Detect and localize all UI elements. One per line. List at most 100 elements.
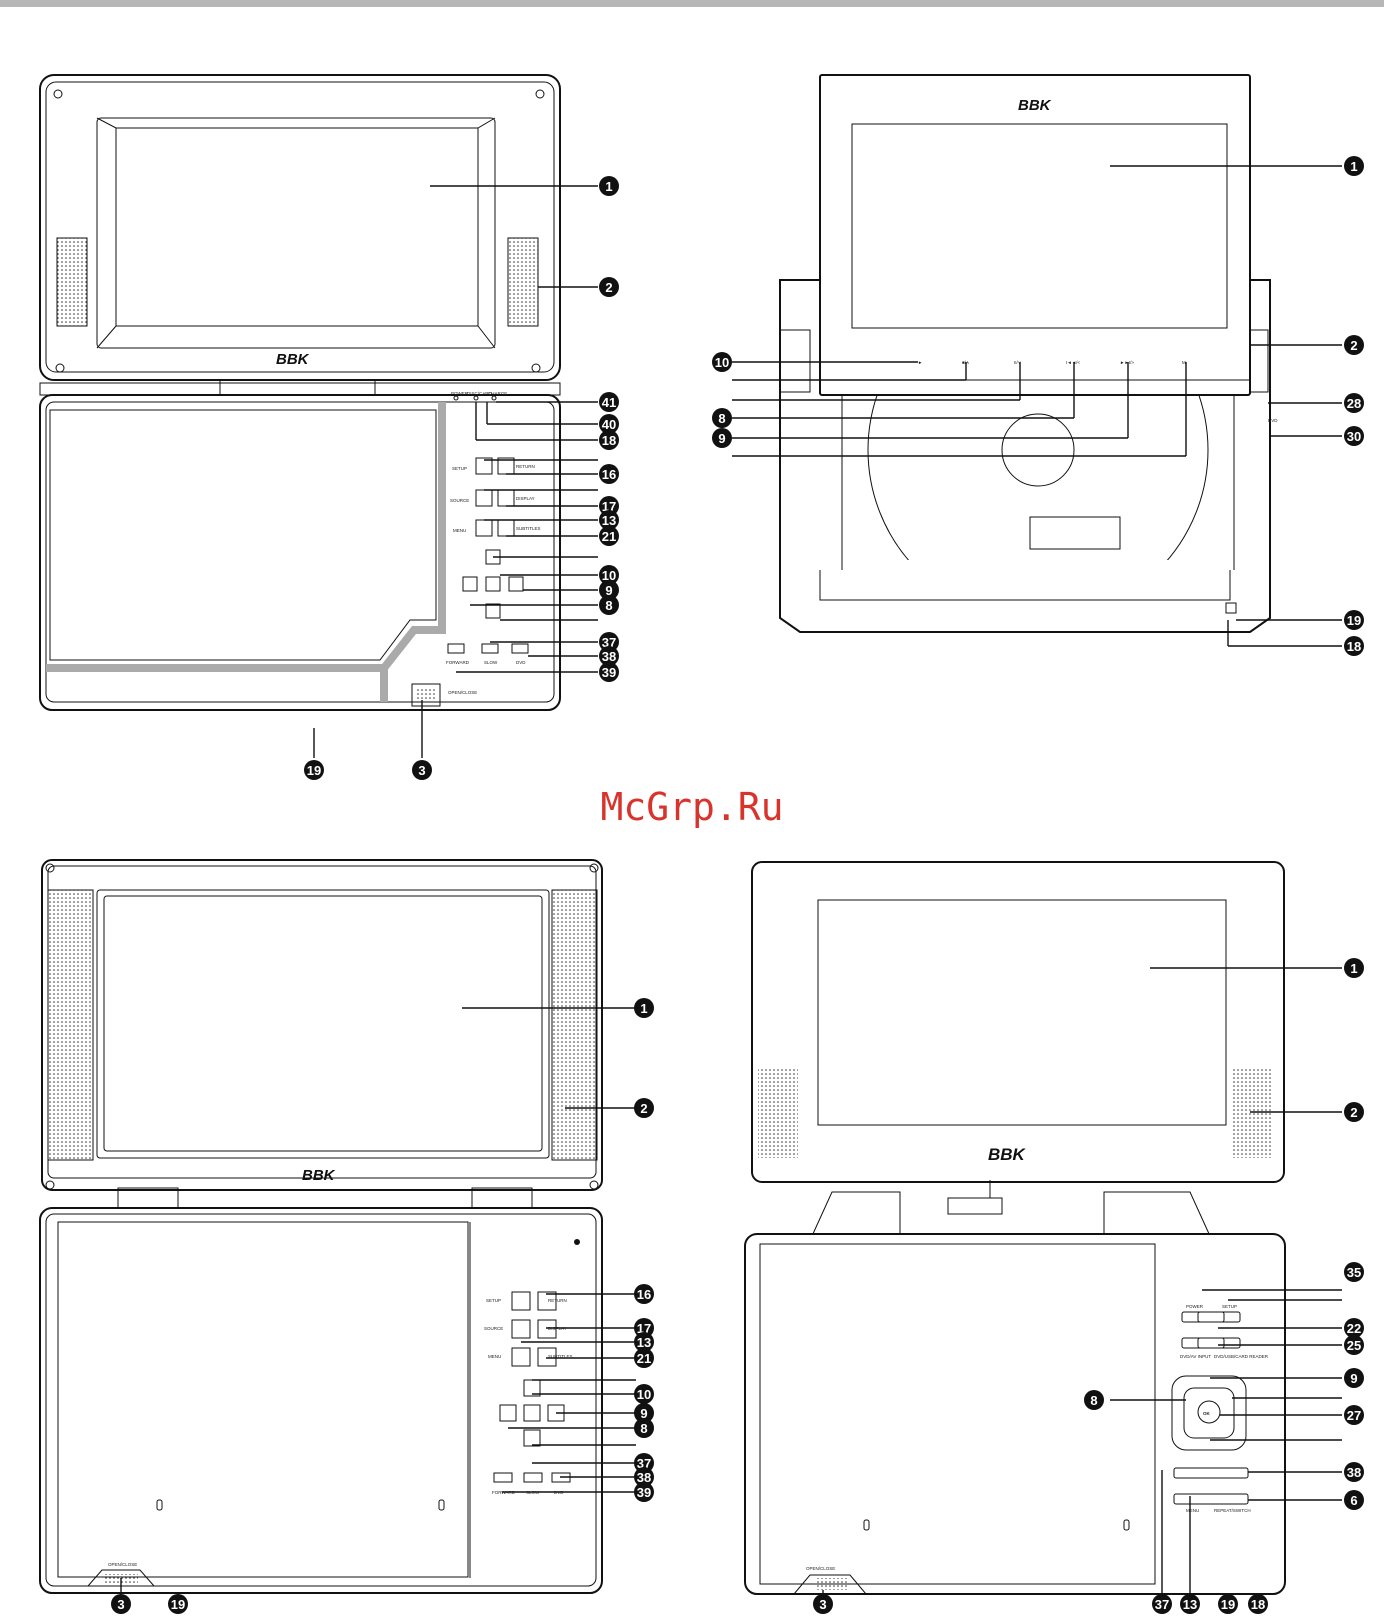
callout-number: 9 (718, 431, 725, 446)
glyph-next-right: ►►I/> (1120, 360, 1134, 365)
callout-a-9: 9 (599, 580, 619, 600)
callout-b-18: 18 (1344, 636, 1364, 656)
label-open-close: OPEN/CLOSE (448, 690, 477, 695)
callout-number: 8 (718, 411, 725, 426)
callout-bubble (1344, 335, 1364, 355)
callout-bubble (412, 760, 432, 780)
label-power-d: POWER (1186, 1304, 1204, 1309)
callout-number: 13 (1183, 1597, 1197, 1612)
callout-number: 8 (1090, 1393, 1097, 1408)
callout-c-37: 37 (634, 1453, 654, 1473)
callout-number: 6 (1350, 1493, 1357, 1508)
callout-b-2: 2 (1344, 335, 1364, 355)
callout-number: 2 (1350, 338, 1357, 353)
callout-a-10: 10 (599, 565, 619, 585)
callout-bubble (599, 510, 619, 530)
callout-c-38: 38 (634, 1467, 654, 1487)
top-rule (0, 0, 1384, 7)
callout-bubble (813, 1594, 833, 1614)
callout-bubble (634, 1418, 654, 1438)
callout-b-9: 9 (712, 428, 732, 448)
callout-number: 30 (1347, 429, 1361, 444)
callout-b-28: 28 (1344, 393, 1364, 413)
label-source-c: SOURCE (484, 1326, 503, 1331)
callout-d-18: 18 (1248, 1594, 1268, 1614)
callout-bubble (1344, 156, 1364, 176)
callout-number: 21 (602, 529, 616, 544)
callout-number: 38 (602, 649, 616, 664)
callout-a-8: 8 (599, 595, 619, 615)
glyph-play: ► (918, 360, 922, 365)
callout-number: 10 (602, 568, 616, 583)
callout-bubble (599, 277, 619, 297)
glyph-pause-down: II/∨ (1014, 360, 1022, 365)
callout-b-19: 19 (1344, 610, 1364, 630)
callout-bubble (634, 1384, 654, 1404)
callout-number: 10 (637, 1387, 651, 1402)
callout-bubble (599, 646, 619, 666)
callout-bubble (599, 496, 619, 516)
callout-number: 16 (602, 467, 616, 482)
callout-number: 18 (1347, 639, 1361, 654)
brand-logo-c: BBK (302, 1167, 336, 1184)
callout-b-8: 8 (712, 408, 732, 428)
callout-a-16: 16 (599, 464, 619, 484)
brand-logo-a: BBK (276, 351, 310, 368)
callout-bubble (634, 1467, 654, 1487)
callout-number: 3 (819, 1597, 826, 1612)
label-slow: SLOW (484, 660, 498, 665)
callout-bubble (634, 1482, 654, 1502)
callout-number: 37 (1155, 1597, 1169, 1612)
callout-number: 35 (1347, 1265, 1361, 1280)
callout-d-8: 8 (1084, 1390, 1104, 1410)
label-forward-c: FORWARD (492, 1490, 516, 1495)
callout-bubble (599, 632, 619, 652)
callout-bubble (599, 662, 619, 682)
callout-number: 18 (1251, 1597, 1265, 1612)
callout-number: 9 (640, 1406, 647, 1421)
callout-number: 27 (1347, 1408, 1361, 1423)
callout-bubble (1218, 1594, 1238, 1614)
callout-number: 3 (117, 1597, 124, 1612)
callout-bubble (1344, 1318, 1364, 1338)
callout-number: 16 (637, 1287, 651, 1302)
label-dvd-c: DVD (554, 1490, 564, 1495)
callout-bubble (1344, 958, 1364, 978)
callout-c-10: 10 (634, 1384, 654, 1404)
callout-bubble (712, 352, 732, 372)
callout-b-30: 30 (1344, 426, 1364, 446)
callout-c-9: 9 (634, 1403, 654, 1423)
glyph-stop-up: ■/∧ (962, 360, 970, 365)
callout-number: 3 (418, 763, 425, 778)
label-forward: FORWARD (446, 660, 470, 665)
callout-d-27: 27 (1344, 1405, 1364, 1425)
callout-bubble (599, 565, 619, 585)
callout-number: 1 (640, 1001, 647, 1016)
callout-bubble (599, 414, 619, 434)
player-swivel-view-b (779, 74, 1271, 633)
label-subtitles: SUBTITLES (516, 526, 541, 531)
label-slow-c: SLOW (526, 1490, 540, 1495)
callout-c-39: 39 (634, 1482, 654, 1502)
callout-d-25: 25 (1344, 1335, 1364, 1355)
callout-number: 1 (1350, 961, 1357, 976)
callout-bubble (634, 1318, 654, 1338)
callout-bubble (634, 1403, 654, 1423)
label-setup-d: SETUP (1222, 1304, 1237, 1309)
callout-d-19: 19 (1218, 1594, 1238, 1614)
callout-c-16: 16 (634, 1284, 654, 1304)
callout-bubble (599, 430, 619, 450)
callout-bubble (111, 1594, 131, 1614)
callout-number: 39 (602, 665, 616, 680)
callout-a-18: 18 (599, 430, 619, 450)
callout-bubble (1084, 1390, 1104, 1410)
callout-bubble (599, 392, 619, 412)
callout-bubble (634, 1098, 654, 1118)
callout-number: 19 (1347, 613, 1361, 628)
glyph-prev-left: I◄◄/< (1066, 360, 1080, 365)
callout-a-37: 37 (599, 632, 619, 652)
callout-b-1: 1 (1344, 156, 1364, 176)
callout-number: 13 (637, 1335, 651, 1350)
